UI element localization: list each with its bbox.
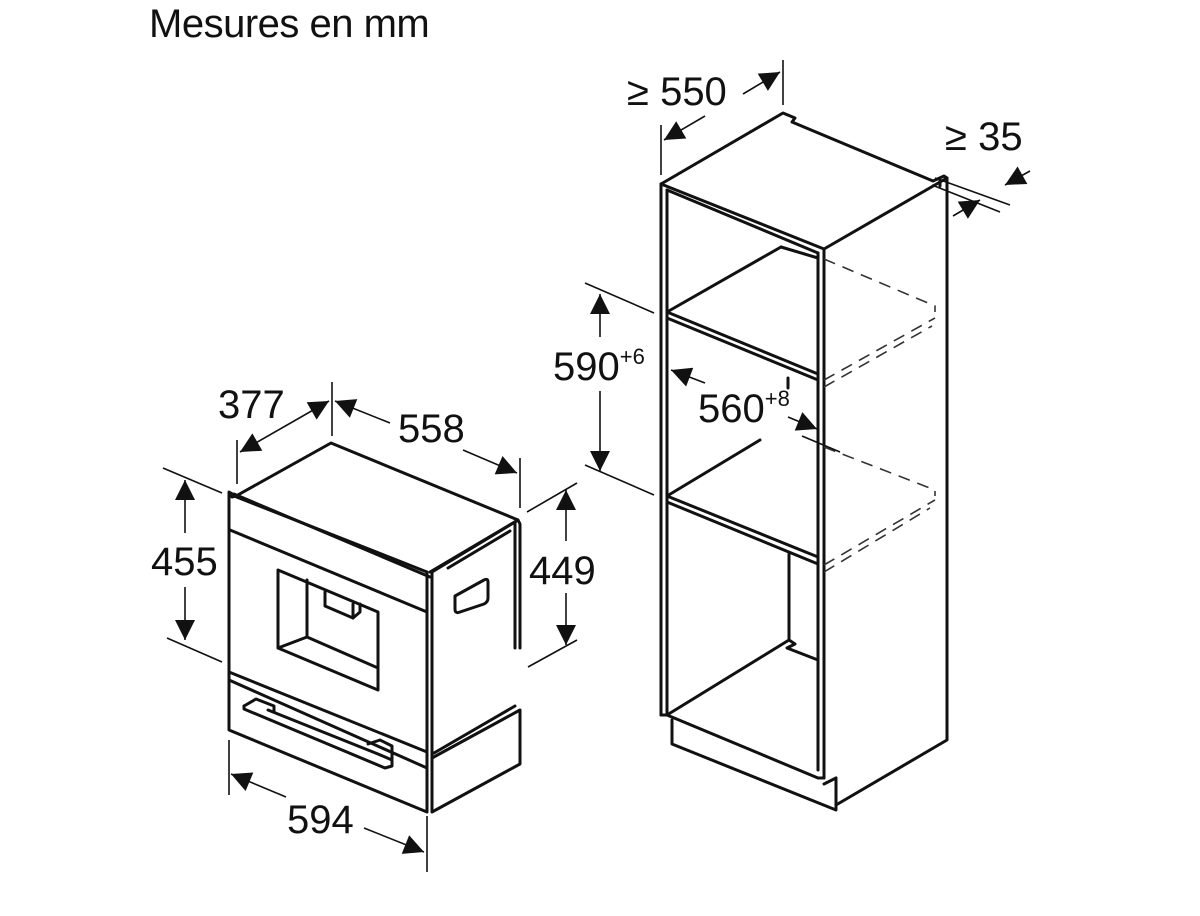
cabinet-dimensions — [584, 60, 1031, 496]
dim-niche-width-value: 560 — [698, 387, 765, 431]
dim-niche-height: 590+6 — [553, 344, 645, 389]
dim-gap-35: ≥ 35 — [945, 115, 1023, 159]
dim-height-449: 449 — [529, 549, 596, 593]
dim-niche-height-value: 590 — [553, 345, 620, 389]
dim-niche-width-tolerance: +8 — [765, 386, 790, 411]
coffee-machine-drawing — [227, 441, 522, 814]
dim-depth-550: ≥ 550 — [627, 70, 727, 114]
appliance-dimensions — [162, 382, 578, 872]
dim-depth-377: 377 — [218, 383, 285, 427]
diagram-title: Mesures en mm — [149, 2, 430, 46]
dim-height-455: 455 — [151, 540, 218, 584]
housing-cabinet-drawing — [659, 111, 949, 812]
dim-width-558: 558 — [398, 407, 465, 451]
dim-niche-height-tolerance: +6 — [620, 344, 645, 369]
dim-niche-width: 560+8 — [698, 386, 790, 431]
dim-width-594: 594 — [287, 798, 354, 842]
